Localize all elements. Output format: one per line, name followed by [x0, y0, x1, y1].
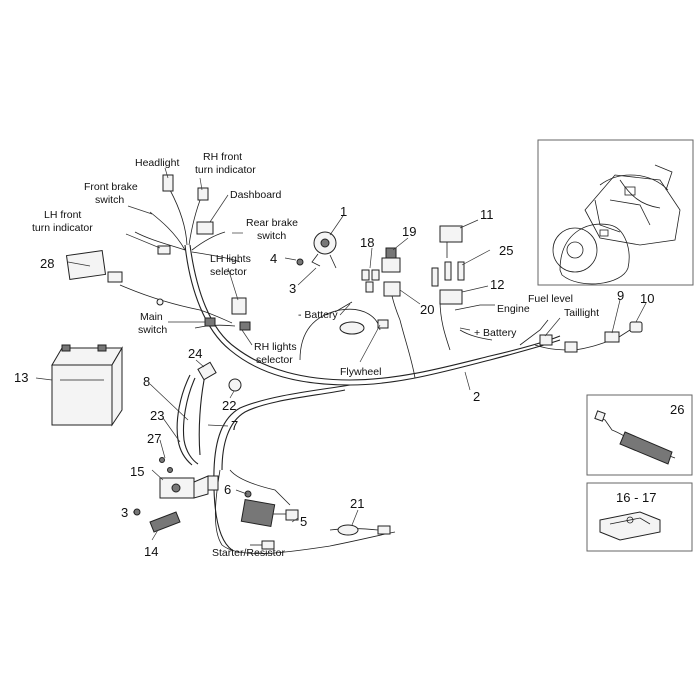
part-number-20: 20	[420, 302, 434, 317]
inset-part-16-17: 16 - 17	[586, 482, 693, 552]
main-wiring-harness	[184, 244, 613, 554]
leader-lines	[35, 167, 647, 541]
label-minus-battery: - Battery	[298, 309, 338, 321]
relay-11	[439, 225, 463, 258]
part-number-15: 15	[130, 464, 144, 479]
battery-13	[51, 344, 123, 427]
label-flywheel: Flywheel	[340, 366, 381, 378]
ground-connectors	[334, 301, 389, 335]
fuses-18	[361, 269, 380, 293]
part-number-4: 4	[270, 251, 277, 266]
part-number-11: 11	[480, 207, 494, 222]
part-number-10: 10	[640, 291, 654, 306]
part-number-18: 18	[360, 235, 374, 250]
label-fuel-level: Fuel level	[528, 293, 573, 305]
label-rh-front-turn-indicator: RH front turn indicator	[195, 151, 256, 176]
part-number-19: 19	[402, 224, 416, 239]
screws	[133, 258, 304, 516]
inset-part-26: 26	[586, 394, 693, 476]
coil-15	[159, 475, 219, 499]
part-number-27: 27	[147, 431, 161, 446]
label-turn-indicator-line: turn indicator	[195, 164, 256, 176]
bracket-14	[149, 511, 181, 533]
hoses-8-23-24	[176, 361, 242, 466]
part-number-2: 2	[473, 389, 480, 404]
label-front-brake-switch: Front brake switch	[84, 181, 141, 206]
part-number-22: 22	[222, 398, 236, 413]
part-number-16-17: 16 - 17	[616, 490, 656, 505]
part-number-7: 7	[231, 418, 238, 433]
label-plus-battery: + Battery	[474, 327, 517, 339]
fuse-box-12	[431, 261, 465, 305]
part-number-25: 25	[499, 243, 513, 258]
label-taillight: Taillight	[564, 307, 599, 319]
horn-1	[311, 231, 337, 269]
part-number-8: 8	[143, 374, 150, 389]
connector-19-20	[381, 247, 401, 321]
label-rear-brake-switch: Rear brake switch	[246, 217, 301, 242]
part-number-3-upper: 3	[289, 281, 296, 296]
label-lh-lights-selector: LH lights selector	[210, 253, 254, 278]
part-number-9: 9	[617, 288, 624, 303]
part-number-3-lower: 3	[121, 505, 128, 520]
part-number-callouts: 1 2 3 3 4 5 6 7 8 9 10 11 12 13 14 15 18…	[14, 204, 654, 559]
label-engine: Engine	[497, 303, 530, 315]
part-number-26: 26	[670, 402, 684, 417]
label-main-switch: Main switch	[138, 311, 167, 336]
regulator-5	[240, 498, 299, 528]
text-labels: Headlight RH front turn indicator Front …	[32, 151, 599, 559]
label-rh-front-line: RH front	[203, 151, 242, 163]
taillight-connectors-9-10	[539, 321, 643, 353]
label-rh-lights-selector: RH lights selector	[254, 341, 300, 366]
label-dashboard: Dashboard	[230, 189, 282, 201]
label-headlight: Headlight	[135, 157, 179, 169]
part-number-23: 23	[150, 408, 164, 423]
label-starter-resistor: Starter/Resistor	[212, 547, 285, 559]
part-number-13: 13	[14, 370, 28, 385]
inset-motorcycle-overview	[537, 139, 694, 286]
part-number-24: 24	[188, 346, 202, 361]
part-number-21: 21	[350, 496, 364, 511]
part-number-1: 1	[340, 204, 347, 219]
part-number-14: 14	[144, 544, 158, 559]
part-number-28: 28	[40, 256, 54, 271]
part-number-5: 5	[300, 514, 307, 529]
upper-harness-branches	[107, 174, 251, 331]
part-number-6: 6	[224, 482, 231, 497]
starter-lead-21	[250, 524, 391, 550]
label-lh-front-turn-indicator: LH front turn indicator	[32, 209, 93, 234]
part-number-12: 12	[490, 277, 504, 292]
